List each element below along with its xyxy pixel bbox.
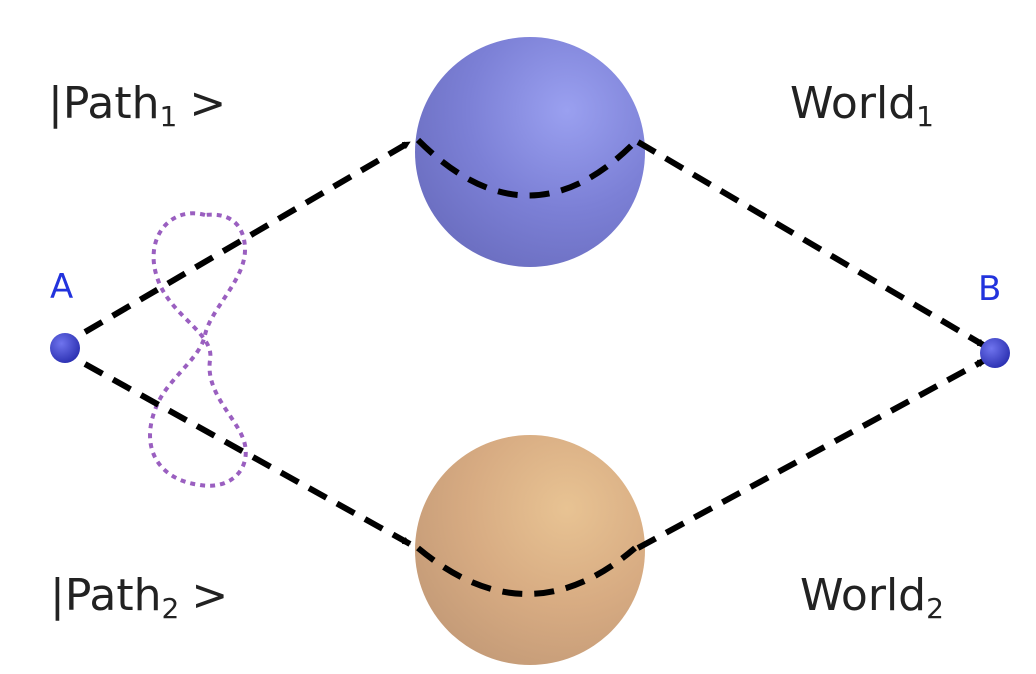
world-1-sphere [415,37,645,267]
path-2-equator [416,545,637,597]
point-b [980,338,1010,368]
point-a-label: A [50,267,73,307]
world-2-name: World [800,570,926,621]
world-2-sphere [415,435,645,665]
path-2-ket-sub: 2 [162,592,180,625]
path-1-route [83,137,987,349]
world-1-name: World [790,78,916,129]
path-1-ket-label: |Path1 > [48,78,226,133]
path-1-equator [415,137,638,199]
path-2-ket-name: Path [65,570,162,621]
world-2-sub: 2 [926,592,944,625]
path-1-segment-a-to-world-1 [83,139,412,335]
path-1-segment-world-1-to-b [636,139,987,349]
world-1-label: World1 [790,78,934,133]
entanglement-loop [148,211,248,488]
path-1-ket-bar: | [48,78,63,129]
path-2-ket-label: |Path2 > [50,570,228,625]
world-1-sub: 1 [916,100,934,133]
path-1-ket-close: > [189,78,226,129]
path-2-route [83,357,987,597]
path-1-ket-sub: 1 [160,100,178,133]
path-2-ket-close: > [191,570,228,621]
point-a [50,333,80,363]
path-2-segment-world-2-to-b [636,357,987,551]
path-2-ket-bar: | [50,570,65,621]
world-2-label: World2 [800,570,944,625]
path-1-ket-name: Path [63,78,160,129]
point-b-label: B [978,269,1001,309]
